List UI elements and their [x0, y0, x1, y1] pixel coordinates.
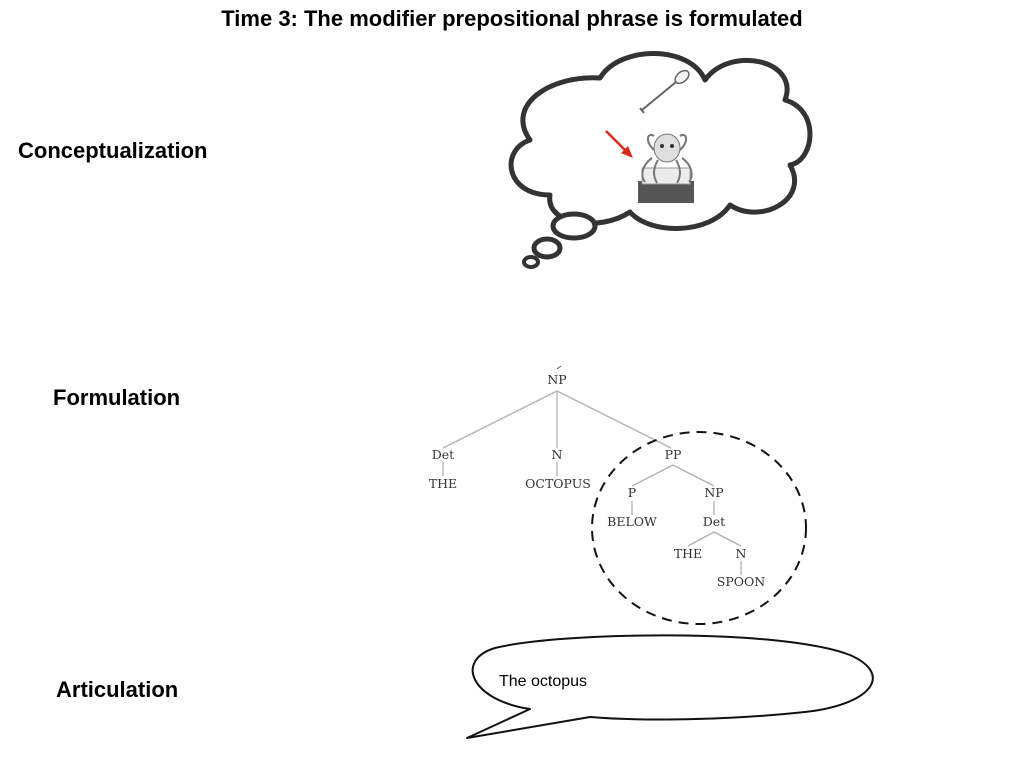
octopus-icon [638, 133, 694, 203]
tree-leaf-octopus: OCTOPUS [525, 476, 591, 491]
speech-text: The octopus [499, 673, 587, 690]
tree-node-p: P [628, 485, 636, 500]
tree-leaf-spoon: SPOON [717, 574, 765, 589]
tree-node-det: Det [432, 447, 454, 462]
tree-node-n: N [552, 447, 563, 462]
stage-label-formulation: Formulation [53, 385, 181, 410]
tree-node-np-inner: NP [704, 485, 723, 500]
tree-node-det-inner: Det [703, 514, 725, 529]
syntax-tree-lines [442, 390, 742, 575]
speech-bubble: The octopus [466, 634, 874, 739]
tree-leaf-the: THE [429, 476, 457, 491]
red-arrow-icon [605, 130, 633, 158]
tree-node-pp: PP [665, 447, 682, 462]
slide-title: Time 3: The modifier prepositional phras… [221, 6, 803, 31]
tree-node-n-inner: N [736, 546, 747, 561]
tree-leaf-the-inner: THE [674, 546, 702, 561]
stage-label-conceptualization: Conceptualization [18, 138, 208, 163]
stage-label-articulation: Articulation [56, 677, 179, 702]
tree-node-np-root: NP [547, 372, 566, 387]
syntax-tree: NP Det THE N OCTOPUS PP P BELOW NP Det T… [429, 365, 765, 589]
bar-mark-icon [556, 365, 562, 370]
pp-highlight-circle [591, 431, 807, 625]
tree-leaf-below: BELOW [607, 514, 657, 529]
spoon-icon [639, 69, 690, 114]
